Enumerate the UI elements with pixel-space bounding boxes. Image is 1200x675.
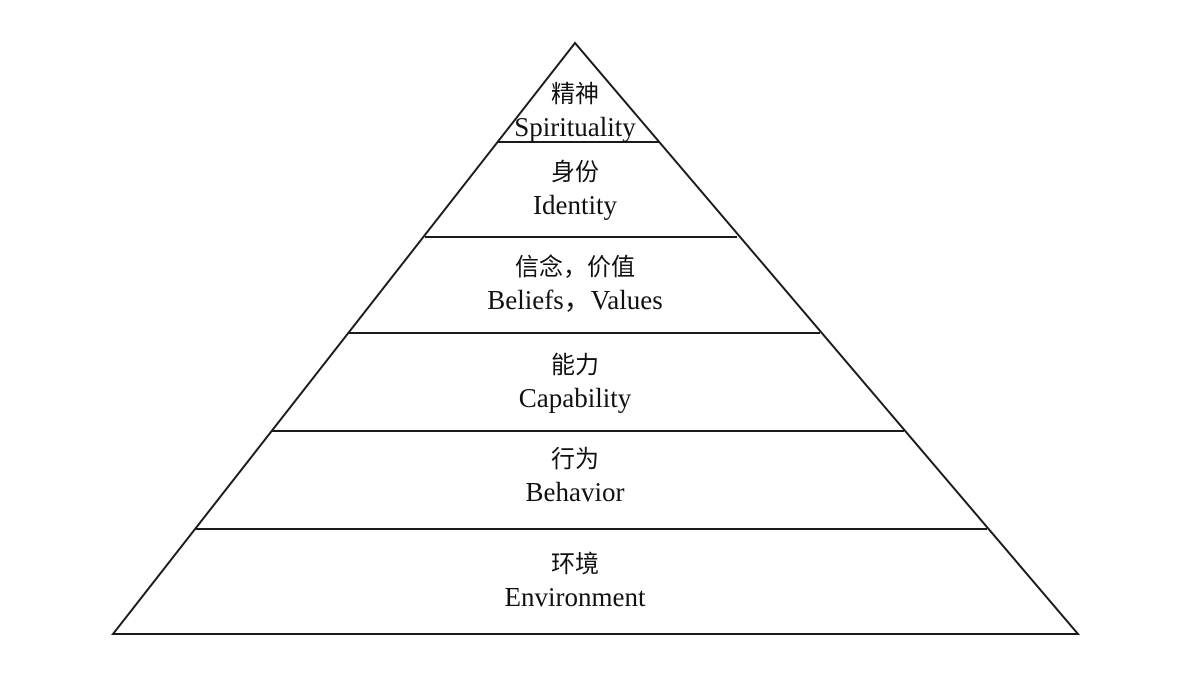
level-label-en: Capability <box>518 383 632 413</box>
level-capability: 能力 Capability <box>519 353 631 412</box>
level-label-en: Environment <box>504 582 646 612</box>
level-label-en: Beliefs，Values <box>487 285 663 315</box>
level-environment: 环境 Environment <box>505 552 646 611</box>
level-label-zh: 环境 <box>550 550 599 578</box>
level-label-en: Spirituality <box>514 112 636 142</box>
level-label-zh: 能力 <box>550 351 599 379</box>
level-behavior: 行为 Behavior <box>526 447 625 506</box>
level-label-zh: 精神 <box>551 80 599 108</box>
level-beliefs-values: 信念，价值 Beliefs，Values <box>487 255 662 314</box>
level-label-en: Identity <box>533 190 617 220</box>
level-spirituality: 精神 Spirituality <box>514 82 636 141</box>
level-label-en: Behavior <box>525 477 625 507</box>
level-label-zh: 行为 <box>550 445 599 473</box>
pyramid-outline <box>110 41 1081 635</box>
level-label-zh: 信念，价值 <box>515 253 635 281</box>
level-identity: 身份 Identity <box>533 160 617 219</box>
level-label-zh: 身份 <box>550 158 599 186</box>
